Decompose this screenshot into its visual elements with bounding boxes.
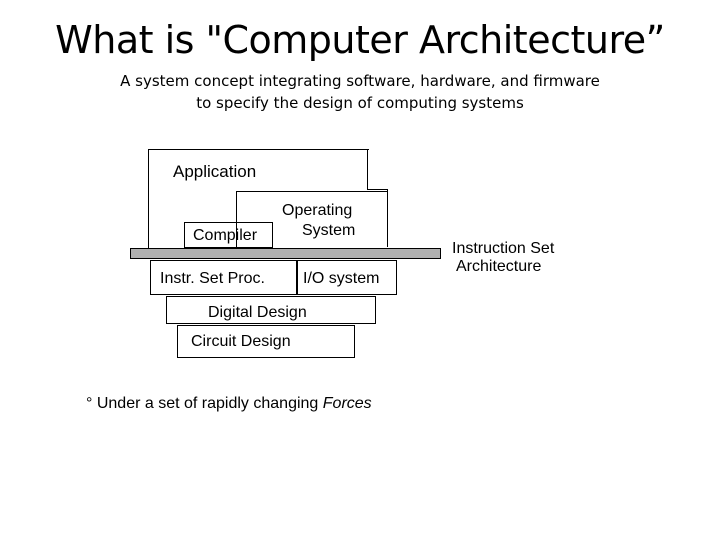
digital-design-label: Digital Design — [208, 304, 307, 321]
application-step-edge — [367, 189, 388, 190]
operating-system-box — [236, 191, 387, 248]
compiler-box — [184, 222, 273, 248]
application-step-right-edge — [387, 189, 388, 247]
application-layer-box — [148, 149, 369, 248]
slide-title: What is "Computer Architecture” — [55, 18, 665, 62]
operating-system-label-line-2: System — [302, 222, 356, 239]
io-system-label: I/O system — [303, 270, 380, 287]
slide-subtitle: A system concept integrating software, h… — [0, 70, 720, 114]
operating-system-label-line-1: Operating — [282, 202, 353, 219]
io-system-box — [296, 260, 397, 295]
instr-set-proc-box — [150, 260, 298, 295]
footnote: ° Under a set of rapidly changing Forces — [86, 395, 372, 413]
compiler-label: Compiler — [193, 227, 258, 244]
subtitle-line-2: to specify the design of computing syste… — [196, 94, 524, 112]
application-label: Application — [173, 162, 257, 181]
isa-label-line-1: Instruction Set — [452, 240, 555, 257]
instr-set-proc-label: Instr. Set Proc. — [160, 270, 265, 287]
isa-bar — [130, 248, 441, 259]
circuit-design-label: Circuit Design — [191, 333, 291, 350]
isa-label-line-2: Architecture — [456, 258, 542, 275]
footnote-emphasis: Forces — [322, 395, 372, 412]
footnote-text: Under a set of rapidly changing — [92, 395, 323, 412]
application-right-edge — [367, 149, 368, 189]
footnote-bullet: ° — [86, 395, 93, 412]
circuit-design-box — [177, 325, 355, 358]
subtitle-line-1: A system concept integrating software, h… — [120, 72, 600, 90]
digital-design-box — [166, 296, 376, 324]
